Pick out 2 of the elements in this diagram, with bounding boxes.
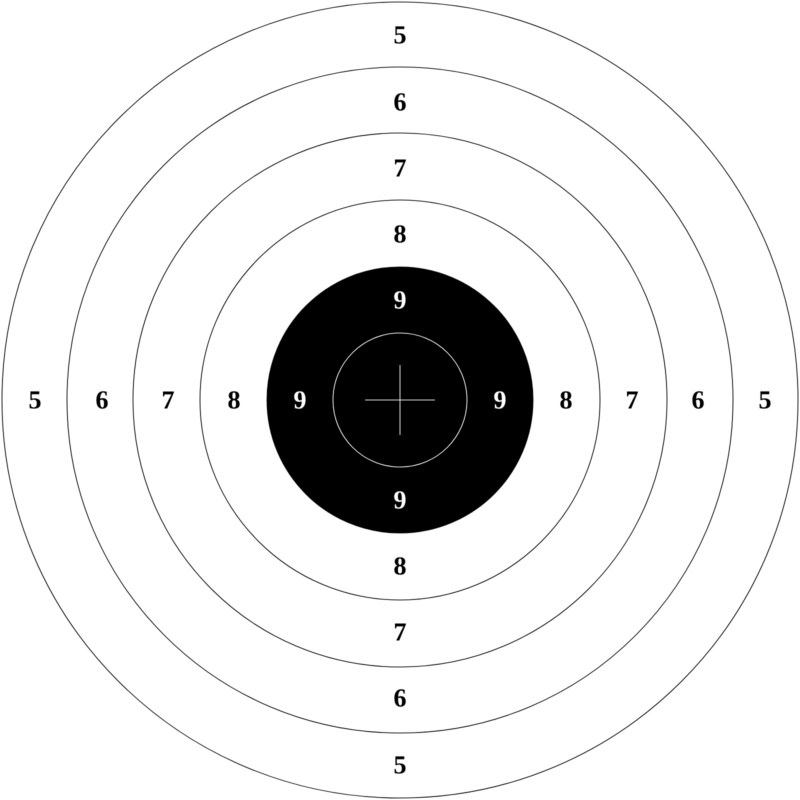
bullseye-disc: 9 9 9 9 bbox=[266, 266, 534, 534]
inner-ring bbox=[332, 332, 468, 468]
